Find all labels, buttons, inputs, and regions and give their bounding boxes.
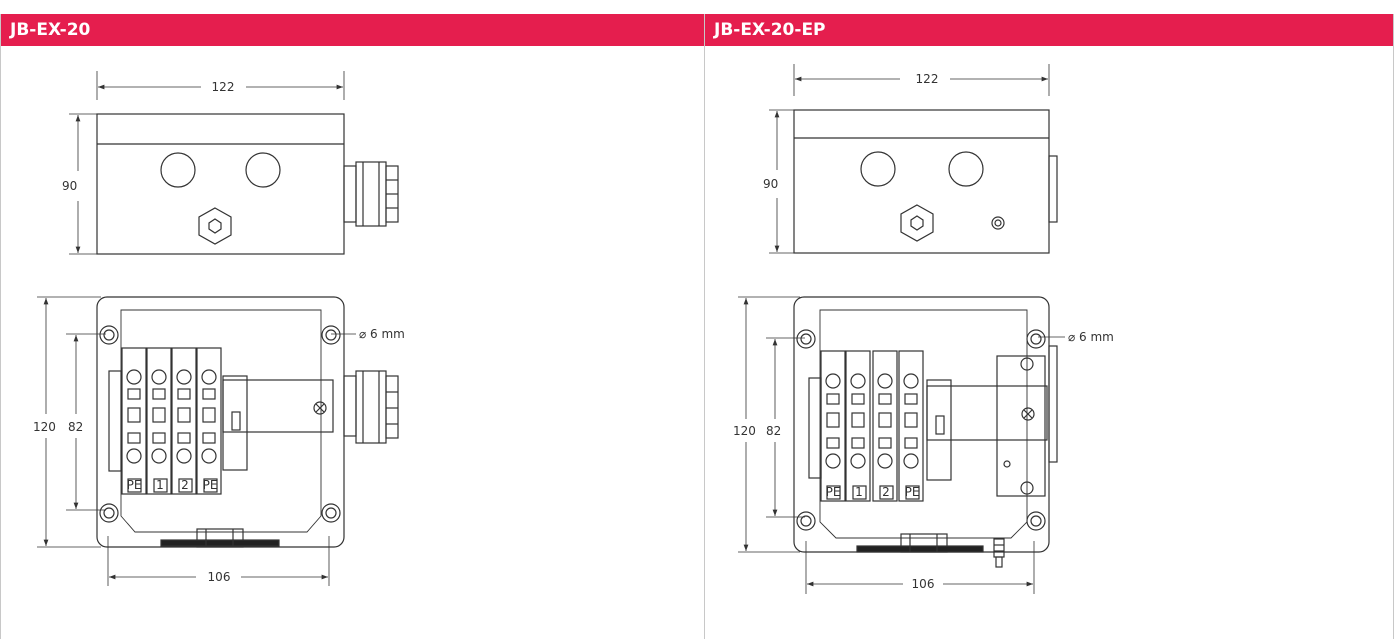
panel-jb-ex-20-ep: JB-EX-20-EP xyxy=(704,14,1394,639)
dimension-drawing: 122 90 120 82 106 ⌀ 6 mm PE 1 2 PE xyxy=(33,71,405,586)
terminal-block-group xyxy=(820,350,924,502)
mounting-hole-icon xyxy=(321,503,341,523)
panel-title: JB-EX-20 xyxy=(1,14,704,46)
terminal-block-group xyxy=(121,347,222,495)
enclosure-front-view xyxy=(793,109,1050,254)
panel-jb-ex-20: JB-EX-20 xyxy=(0,14,704,639)
dim-label-width-bottom: 106 xyxy=(912,577,935,591)
dim-label-height-holes: 82 xyxy=(68,420,83,434)
mounting-hole-icon xyxy=(1026,329,1046,349)
terminal-label: PE xyxy=(826,485,841,499)
dim-label-height-top: 90 xyxy=(763,177,778,191)
terminal-label: PE xyxy=(127,478,142,492)
dim-label-hole: ⌀ 6 mm xyxy=(1068,330,1114,344)
dim-label-height-top: 90 xyxy=(62,179,77,193)
top-strip xyxy=(0,0,1394,14)
terminal-label: 2 xyxy=(882,485,890,499)
cable-gland-icon xyxy=(355,161,387,227)
earth-point-icon xyxy=(991,216,1005,230)
enclosure-top-view xyxy=(793,296,1050,553)
gland-hole-icon xyxy=(245,152,281,188)
mounting-hole-icon xyxy=(99,503,119,523)
enclosure-front-view xyxy=(96,113,345,255)
gland-hole-icon xyxy=(948,151,984,187)
hex-plug-icon xyxy=(198,207,232,245)
mounting-hole-icon xyxy=(99,325,119,345)
hex-plug-icon xyxy=(900,204,934,242)
dim-label-width-top: 122 xyxy=(916,72,939,86)
terminal-label: PE xyxy=(203,478,218,492)
terminal-label: PE xyxy=(905,485,920,499)
mounting-hole-icon xyxy=(796,329,816,349)
terminal-label: 1 xyxy=(855,485,863,499)
mounting-hole-icon xyxy=(1026,511,1046,531)
gland-hole-icon xyxy=(160,152,196,188)
dim-label-height-total: 120 xyxy=(733,424,756,438)
dim-label-width-bottom: 106 xyxy=(208,570,231,584)
mounting-hole-icon xyxy=(321,325,341,345)
panel-title: JB-EX-20-EP xyxy=(705,14,1393,46)
gland-hole-icon xyxy=(860,151,896,187)
dim-label-hole: ⌀ 6 mm xyxy=(359,327,405,341)
dim-label-width-top: 122 xyxy=(212,80,235,94)
terminal-label: 1 xyxy=(156,478,164,492)
dim-label-height-holes: 82 xyxy=(766,424,781,438)
terminal-label: 2 xyxy=(181,478,189,492)
mounting-hole-icon xyxy=(796,511,816,531)
panel-body: 122 90 120 82 106 ⌀ 6 mm PE 1 2 PE xyxy=(1,46,704,639)
dim-label-height-total: 120 xyxy=(33,420,56,434)
panel-body: 122 90 120 82 106 ⌀ 6 mm PE 1 2 PE xyxy=(705,46,1393,639)
dimension-drawing: 122 90 120 82 106 ⌀ 6 mm PE 1 2 PE xyxy=(733,64,1114,594)
